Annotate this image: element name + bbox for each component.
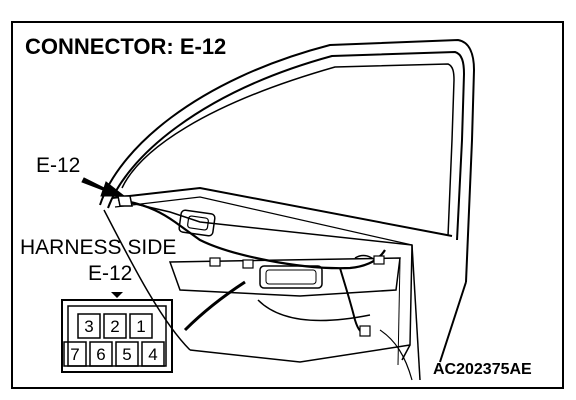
diagram-title: CONNECTOR: E-12 xyxy=(25,34,227,59)
figure-code: AC202375AE xyxy=(433,361,532,378)
harness-connector-lower xyxy=(359,325,371,337)
harness-side-label: HARNESS SIDE xyxy=(20,236,177,259)
body-pillar xyxy=(439,281,467,363)
door-front-edge xyxy=(103,209,191,351)
pin-label: 7 xyxy=(70,345,79,364)
switch-panel xyxy=(259,265,323,289)
pin-cell xyxy=(103,313,127,339)
door-window-frame-outer xyxy=(99,38,476,283)
body-lower-edge xyxy=(379,329,413,381)
door-belt-line-lower xyxy=(114,196,413,246)
harness-side-connector: 3 2 1 7 6 5 4 xyxy=(61,292,173,373)
pin-label: 4 xyxy=(148,345,157,364)
pin-label: 2 xyxy=(110,317,119,336)
pin-cell xyxy=(63,341,87,367)
wiring-harness-branch xyxy=(339,267,367,334)
door-belt-line xyxy=(111,186,453,237)
e12-pointer-arrow xyxy=(81,177,126,197)
door-window-frame-middle xyxy=(107,50,466,241)
harness-clip-1 xyxy=(209,257,221,267)
figure-frame xyxy=(11,21,564,389)
pin-cell xyxy=(141,341,165,367)
wiring-harness-main xyxy=(119,198,386,270)
harness-connector-label: E-12 xyxy=(88,262,133,285)
pin-cell xyxy=(129,313,153,339)
pin-label: 1 xyxy=(136,317,145,336)
door-window-frame-inner xyxy=(121,63,455,237)
connector-housing-inner xyxy=(67,305,167,367)
connector-latch xyxy=(111,292,123,298)
pin-label: 5 xyxy=(122,345,131,364)
harness-connector-right xyxy=(373,255,385,265)
body-rear-edge xyxy=(411,244,421,381)
switch-panel-inner xyxy=(265,269,317,285)
e12-connector-location xyxy=(117,195,133,207)
pin-cell xyxy=(115,341,139,367)
pin-cell xyxy=(89,341,113,367)
pin-label: 6 xyxy=(96,345,105,364)
pin-label: 3 xyxy=(84,317,93,336)
pin-cell xyxy=(77,313,101,339)
door-bottom-edge xyxy=(189,344,411,363)
door-handle-recess xyxy=(178,209,216,237)
harness-clip-2 xyxy=(242,259,254,269)
pin-row-bottom: 7 6 5 4 xyxy=(63,341,165,367)
body-pillar-inner xyxy=(397,259,401,366)
wiring-harness-lower xyxy=(183,280,246,332)
connector-callout-label: E-12 xyxy=(36,154,81,177)
door-handle-lever xyxy=(187,215,209,231)
door-inner-panel xyxy=(117,199,413,361)
pin-row-top: 3 2 1 xyxy=(77,313,153,339)
connector-housing-outer xyxy=(61,299,173,373)
